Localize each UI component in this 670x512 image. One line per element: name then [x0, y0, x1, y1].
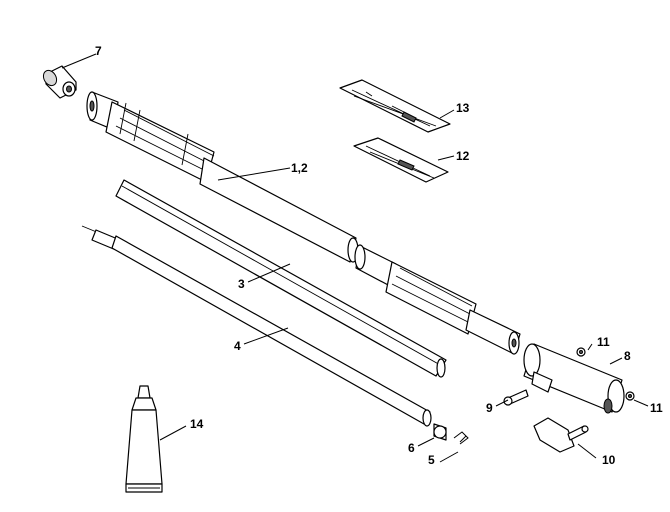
callout-8: 8	[624, 349, 631, 363]
part-6-sleeve	[433, 423, 447, 441]
part-10-wing-knob	[533, 417, 589, 453]
part-1-2-drive-tube	[86, 91, 359, 263]
callout-11-top: 11	[597, 335, 610, 349]
callout-12: 12	[456, 149, 470, 163]
part-13-label	[339, 79, 451, 133]
part-5-spring-clip	[453, 431, 469, 445]
callout-5: 5	[428, 453, 435, 467]
part-11-nut-right	[625, 391, 635, 401]
part-11-nut-top	[576, 347, 586, 357]
callout-9: 9	[486, 401, 493, 415]
part-4-drive-shaft	[81, 225, 432, 427]
callout-1-2: 1,2	[291, 161, 308, 175]
part-7-end-cap	[42, 65, 77, 99]
part-1-2-drive-tube-lower	[354, 244, 521, 355]
callout-10: 10	[602, 453, 616, 467]
part-9-screw	[503, 389, 529, 406]
part-14-grease-tube	[125, 385, 163, 493]
part-12-label	[353, 137, 449, 183]
callout-11-right: 11	[650, 401, 663, 415]
callout-3: 3	[238, 277, 245, 291]
part-8-clamp-housing	[523, 343, 625, 414]
callout-7: 7	[95, 44, 102, 58]
part-3-rod	[115, 179, 447, 378]
callout-13: 13	[456, 101, 470, 115]
callout-14: 14	[190, 417, 204, 431]
callout-4: 4	[234, 339, 241, 353]
leader-lines	[61, 53, 649, 463]
callout-6: 6	[408, 441, 415, 455]
